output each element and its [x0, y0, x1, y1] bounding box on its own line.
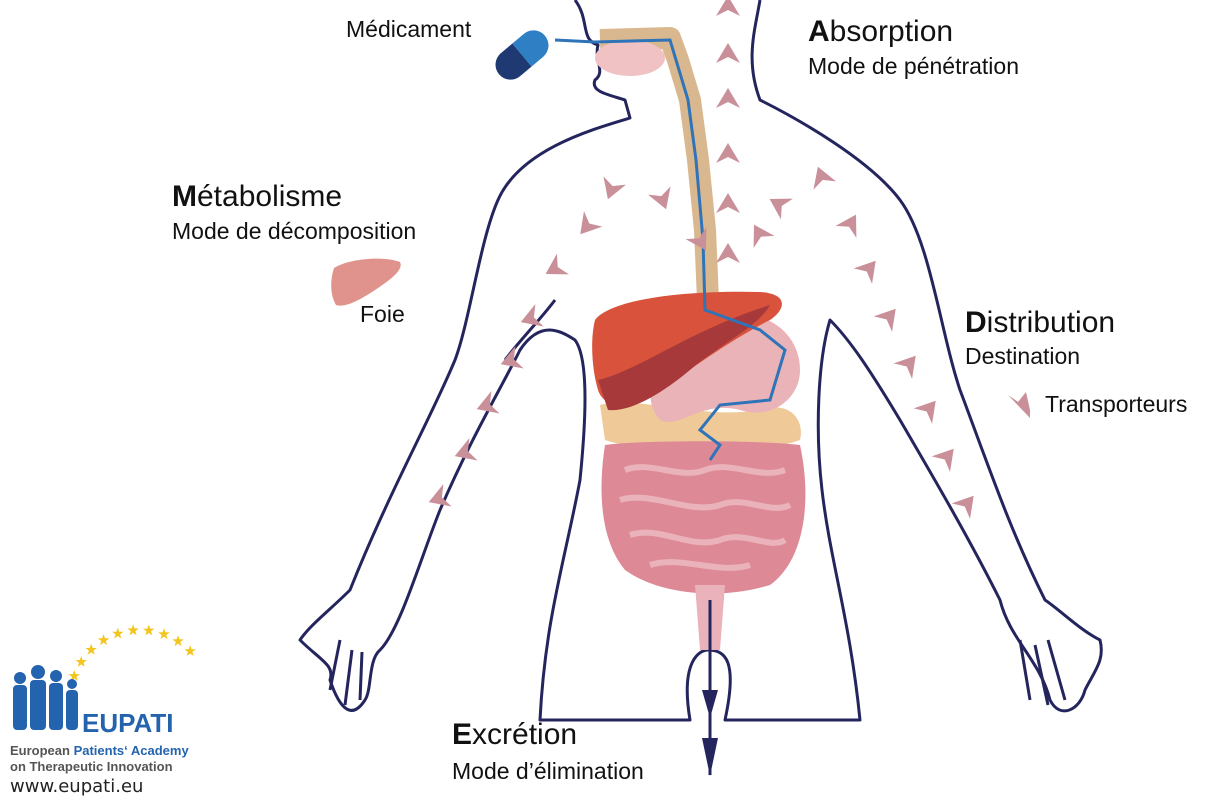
star-icon	[184, 645, 196, 656]
excretion-rest: xcrétion	[472, 718, 577, 751]
transporter-arrow	[716, 143, 740, 163]
star-icon	[76, 656, 87, 667]
transporter-arrow	[914, 393, 945, 424]
transporter-arrow	[425, 484, 452, 513]
transporter-arrow	[952, 488, 983, 519]
transporter-arrow	[836, 209, 867, 238]
distribution-rest: istribution	[987, 306, 1115, 339]
excretion-arrowhead-1	[702, 690, 718, 718]
absorption-subtitle: Mode de pénétration	[808, 55, 1019, 78]
liver-icon	[331, 259, 400, 306]
transporter-arrow	[744, 219, 775, 248]
right-hand	[1020, 640, 1065, 705]
transporter-arrow	[716, 0, 740, 16]
transporter-arrow	[597, 176, 626, 203]
star-icon	[86, 644, 97, 655]
intestines	[602, 441, 806, 593]
transporter-arrow	[854, 253, 885, 284]
metabolism-initial: M	[172, 180, 197, 213]
absorption-heading: Absorption	[808, 17, 953, 47]
transporter-arrow	[451, 438, 478, 467]
transporters-label: Transporteurs	[1045, 393, 1187, 416]
star-icon	[69, 670, 81, 681]
excretion-initial: E	[452, 718, 472, 751]
star-icon	[98, 634, 110, 645]
excretion-arrowhead-2	[702, 738, 718, 776]
eupati-logo-name: EUPATI	[82, 708, 173, 739]
excretion-heading: Excrétion	[452, 720, 577, 750]
transporter-arrow	[894, 348, 925, 379]
excretion-subtitle: Mode d’élimination	[452, 760, 644, 783]
transporter-arrow	[571, 211, 602, 242]
metabolism-rest: étabolisme	[197, 180, 342, 213]
eupati-tagline-2: on Therapeutic Innovation	[10, 759, 173, 774]
transporter-arrow	[932, 441, 963, 472]
distribution-initial: D	[965, 306, 987, 339]
star-icon	[112, 628, 123, 639]
transporter-arrow	[648, 186, 677, 213]
transporter-legend-icon	[1008, 392, 1030, 418]
transporter-arrow	[716, 43, 740, 63]
distribution-subtitle: Destination	[965, 345, 1080, 368]
transporter-arrow	[807, 163, 836, 190]
star-icon	[143, 625, 154, 636]
distribution-heading: Distribution	[965, 308, 1115, 338]
eupati-tagline-1a: European	[10, 743, 74, 758]
star-icon	[127, 624, 138, 635]
absorption-rest: bsorption	[830, 15, 953, 48]
star-icon	[172, 635, 183, 646]
eupati-stars	[69, 624, 196, 681]
transporter-arrow	[540, 254, 569, 285]
mouth-cavity	[595, 40, 665, 76]
eupati-tagline-1b: Patients‘ Academy	[74, 743, 189, 758]
transporter-arrow	[716, 243, 740, 263]
eupati-tagline-1: European Patients‘ Academy	[10, 743, 189, 758]
liver-label: Foie	[360, 303, 405, 326]
metabolism-heading: Métabolisme	[172, 182, 342, 212]
eupati-url: www.eupati.eu	[10, 776, 143, 797]
absorption-initial: A	[808, 15, 830, 48]
metabolism-subtitle: Mode de décomposition	[172, 220, 416, 243]
transporter-arrow	[716, 88, 740, 108]
star-icon	[158, 628, 169, 639]
transporter-arrow	[874, 301, 905, 332]
people-silhouettes	[13, 665, 78, 730]
esophagus	[600, 38, 708, 300]
pill-icon	[489, 24, 554, 86]
transporter-arrow	[764, 189, 793, 220]
drug-label: Médicament	[346, 18, 471, 41]
transporter-arrow	[716, 193, 740, 213]
